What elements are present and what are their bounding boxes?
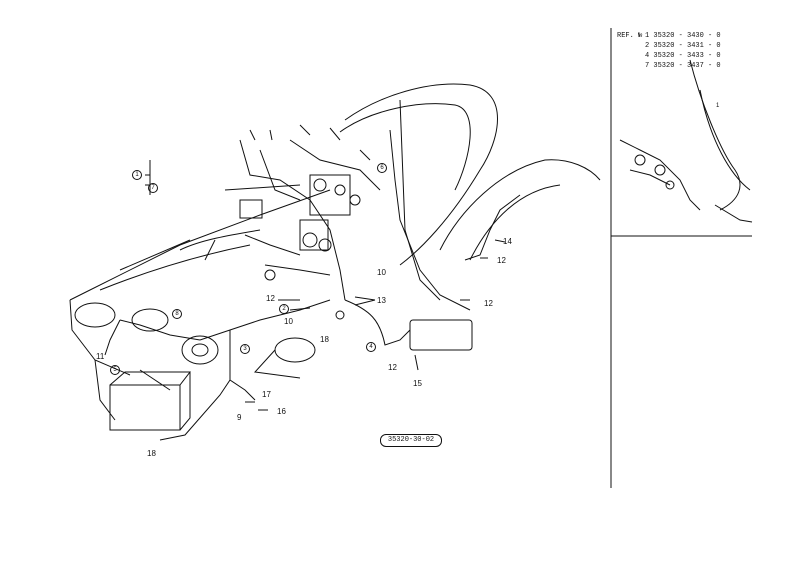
callout-18: 18 [320,335,329,344]
callout-9: 9 [237,413,242,422]
control-unit [409,319,473,351]
callout-5: 5 [110,365,120,375]
callout-10: 10 [284,317,293,326]
callout-1: 1 [132,170,142,180]
relay-box [239,199,263,219]
fender-outline [344,83,498,266]
figure-number: 35320-30-02 [380,434,442,447]
inset-callout-1: 1 [716,103,720,109]
callout-12: 12 [484,299,493,308]
reference-marker: 2 [645,42,650,50]
callout-17: 17 [262,390,271,399]
reference-block: REF. № 1 35320 - 3430 - 0 2 35320 - 3431… [617,31,737,71]
fender-inner [339,103,471,191]
reference-line: 2 35320 - 3431 - 0 [617,41,737,51]
callout-10: 10 [377,268,386,277]
callout-12: 12 [497,256,506,265]
reference-marker: 4 [645,52,650,60]
engine-body [69,189,331,301]
reference-line: REF. № 1 35320 - 3430 - 0 [617,31,737,41]
reference-code: 35320 - 3437 - 0 [653,62,721,70]
callout-16: 16 [277,407,286,416]
reference-marker: 1 [645,32,650,40]
callout-6: 6 [377,163,387,173]
callout-12: 12 [388,363,397,372]
callout-8: 8 [172,309,182,319]
starter-motor [274,337,316,363]
reference-marker: 7 [645,62,650,70]
callout-7: 7 [148,183,158,193]
reference-prefix: REF. № [617,32,643,40]
callout-12: 12 [266,294,275,303]
callout-11: 11 [96,352,105,361]
alternator [181,335,219,365]
inset-body [689,59,741,211]
callout-2: 2 [279,304,289,314]
wheel-arch-2 [469,184,561,261]
headlight-right [131,308,169,332]
reference-code: 35320 - 3431 - 0 [653,42,721,50]
callout-3: 3 [240,344,250,354]
callout-15: 15 [413,379,422,388]
reference-code: 35320 - 3430 - 0 [653,32,721,40]
callout-18: 18 [147,449,156,458]
reference-code: 35320 - 3433 - 0 [653,52,721,60]
reference-line: 4 35320 - 3433 - 0 [617,51,737,61]
callout-4: 4 [366,342,376,352]
callout-13: 13 [377,296,386,305]
callout-14: 14 [503,237,512,246]
reference-line: 7 35320 - 3437 - 0 [617,61,737,71]
battery [109,384,181,431]
headlight-left [74,302,116,328]
wheel-arch [439,159,601,251]
